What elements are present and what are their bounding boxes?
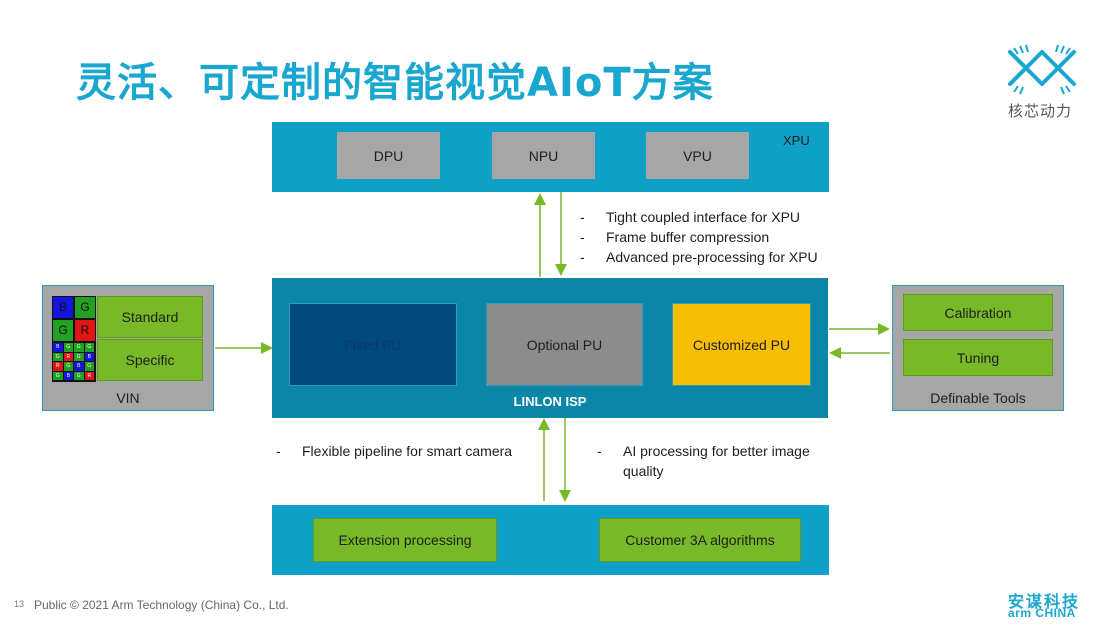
bayer-cell: G: [84, 362, 94, 371]
bayer-cell: B: [74, 362, 84, 371]
bayer-cell: B: [84, 352, 94, 361]
tools-label: Definable Tools: [930, 390, 1026, 406]
bottom-note-left: -Flexible pipeline for smart camera: [276, 443, 513, 459]
customized-pu-unit: Customized PU: [672, 303, 811, 386]
isp-label: LINLON ISP: [513, 394, 587, 409]
nx-logo-icon: [1008, 44, 1076, 95]
brand-en: arm CHINA: [1008, 606, 1076, 620]
bayer-cell: G: [74, 352, 84, 361]
bayer-cell: R: [84, 371, 94, 380]
bayer-cell: G: [75, 297, 95, 318]
bayer-cell: G: [74, 343, 84, 352]
bayer-cell: R: [75, 320, 95, 341]
xpu-note-item: -Advanced pre-processing for XPU: [580, 249, 818, 265]
xpu-note-item: -Frame buffer compression: [580, 229, 770, 245]
optional-pu-unit: Optional PU: [486, 303, 643, 386]
bayer-cell: G: [63, 343, 73, 352]
vin-mode-specific: Specific: [97, 339, 203, 381]
customer-3a-unit: Customer 3A algorithms: [599, 518, 801, 562]
xpu-label: XPU: [783, 133, 810, 148]
dpu-unit: DPU: [337, 132, 440, 179]
extension-processing-unit: Extension processing: [313, 518, 497, 562]
bottom-note-right: -AI processing for better image quality: [597, 443, 810, 479]
bayer-cell: B: [53, 297, 73, 318]
vpu-unit: VPU: [646, 132, 749, 179]
npu-unit: NPU: [492, 132, 595, 179]
bayer-cell: G: [63, 362, 73, 371]
xpu-note-item: -Tight coupled interface for XPU: [580, 209, 801, 225]
bayer-cell: R: [63, 352, 73, 361]
bayer-cell: G: [53, 371, 63, 380]
tuning-tool: Tuning: [903, 339, 1053, 376]
bayer-cell: G: [84, 343, 94, 352]
bayer-cell: G: [53, 320, 73, 341]
page-number: 13: [14, 599, 25, 609]
slide-title: 灵活、可定制的智能视觉AIoT方案: [76, 60, 714, 106]
logo-text: 核芯动力: [1008, 102, 1073, 120]
bayer-cell: G: [53, 352, 63, 361]
fixed-pu-unit: Fixed PU: [289, 303, 457, 386]
vin-label: VIN: [116, 390, 140, 406]
bayer-cell: B: [53, 343, 63, 352]
calibration-tool: Calibration: [903, 294, 1053, 331]
copyright-text: Public © 2021 Arm Technology (China) Co.…: [34, 598, 289, 612]
bayer-cell: B: [63, 371, 73, 380]
bayer-cell: R: [53, 362, 63, 371]
bayer-cell: G: [74, 371, 84, 380]
vin-mode-standard: Standard: [97, 296, 203, 338]
xpu-notes: -Tight coupled interface for XPU -Frame …: [580, 207, 818, 267]
brand-cn: 安谋科技: [1008, 592, 1081, 611]
